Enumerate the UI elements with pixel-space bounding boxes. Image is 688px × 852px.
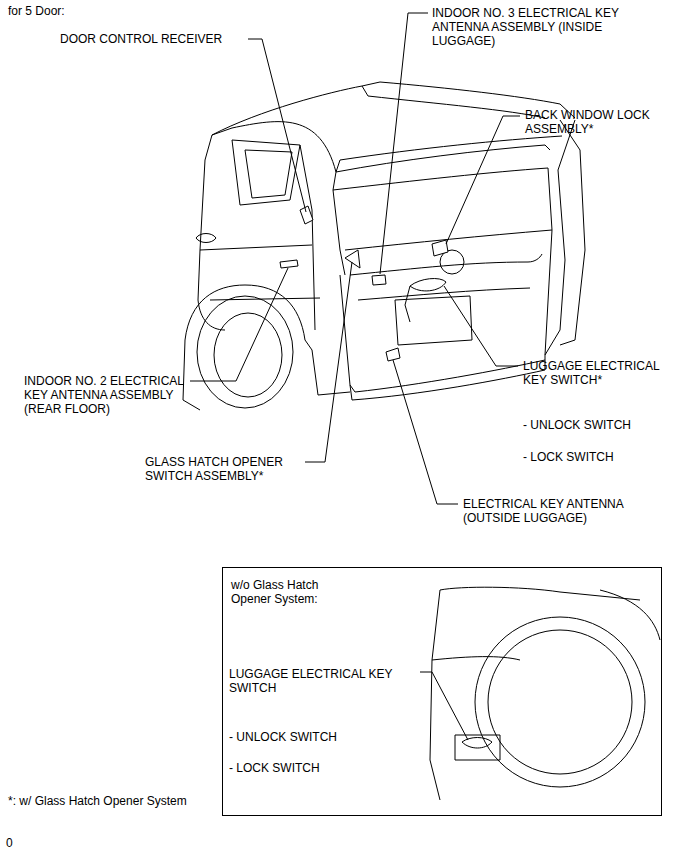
switch-name: - UNLOCK SWITCH <box>523 418 663 432</box>
part-name: LUGGAGE ELECTRICAL KEY SWITCH* <box>523 359 671 387</box>
page-heading: for 5 Door: <box>8 4 65 18</box>
page-number: 0 <box>6 836 36 850</box>
part-name: LUGGAGE ELECTRICAL KEY SWITCH <box>229 667 407 695</box>
part-name: INDOOR NO. 3 ELECTRICAL KEY ANTENNA ASSE… <box>432 6 642 48</box>
part-name: - LOCK SWITCH <box>229 761 379 775</box>
part-name: DOOR CONTROL RECEIVER <box>60 32 250 46</box>
switch-name: - LOCK SWITCH <box>523 450 663 464</box>
inset-panel: w/o Glass Hatch Opener System: LUGGAGE EL… <box>222 567 662 816</box>
part-name: INDOOR NO. 2 ELECTRICAL KEY ANTENNA ASSE… <box>24 374 192 416</box>
part-name: BACK WINDOW LOCK ASSEMBLY* <box>525 108 665 136</box>
part-name: - UNLOCK SWITCH <box>229 730 379 744</box>
part-name: GLASS HATCH OPENER SWITCH ASSEMBLY* <box>145 455 293 483</box>
footnote: *: w/ Glass Hatch Opener System <box>8 794 248 808</box>
inset-heading: w/o Glass Hatch Opener System: <box>231 578 356 606</box>
part-name: ELECTRICAL KEY ANTENNA (OUTSIDE LUGGAGE) <box>463 497 638 525</box>
